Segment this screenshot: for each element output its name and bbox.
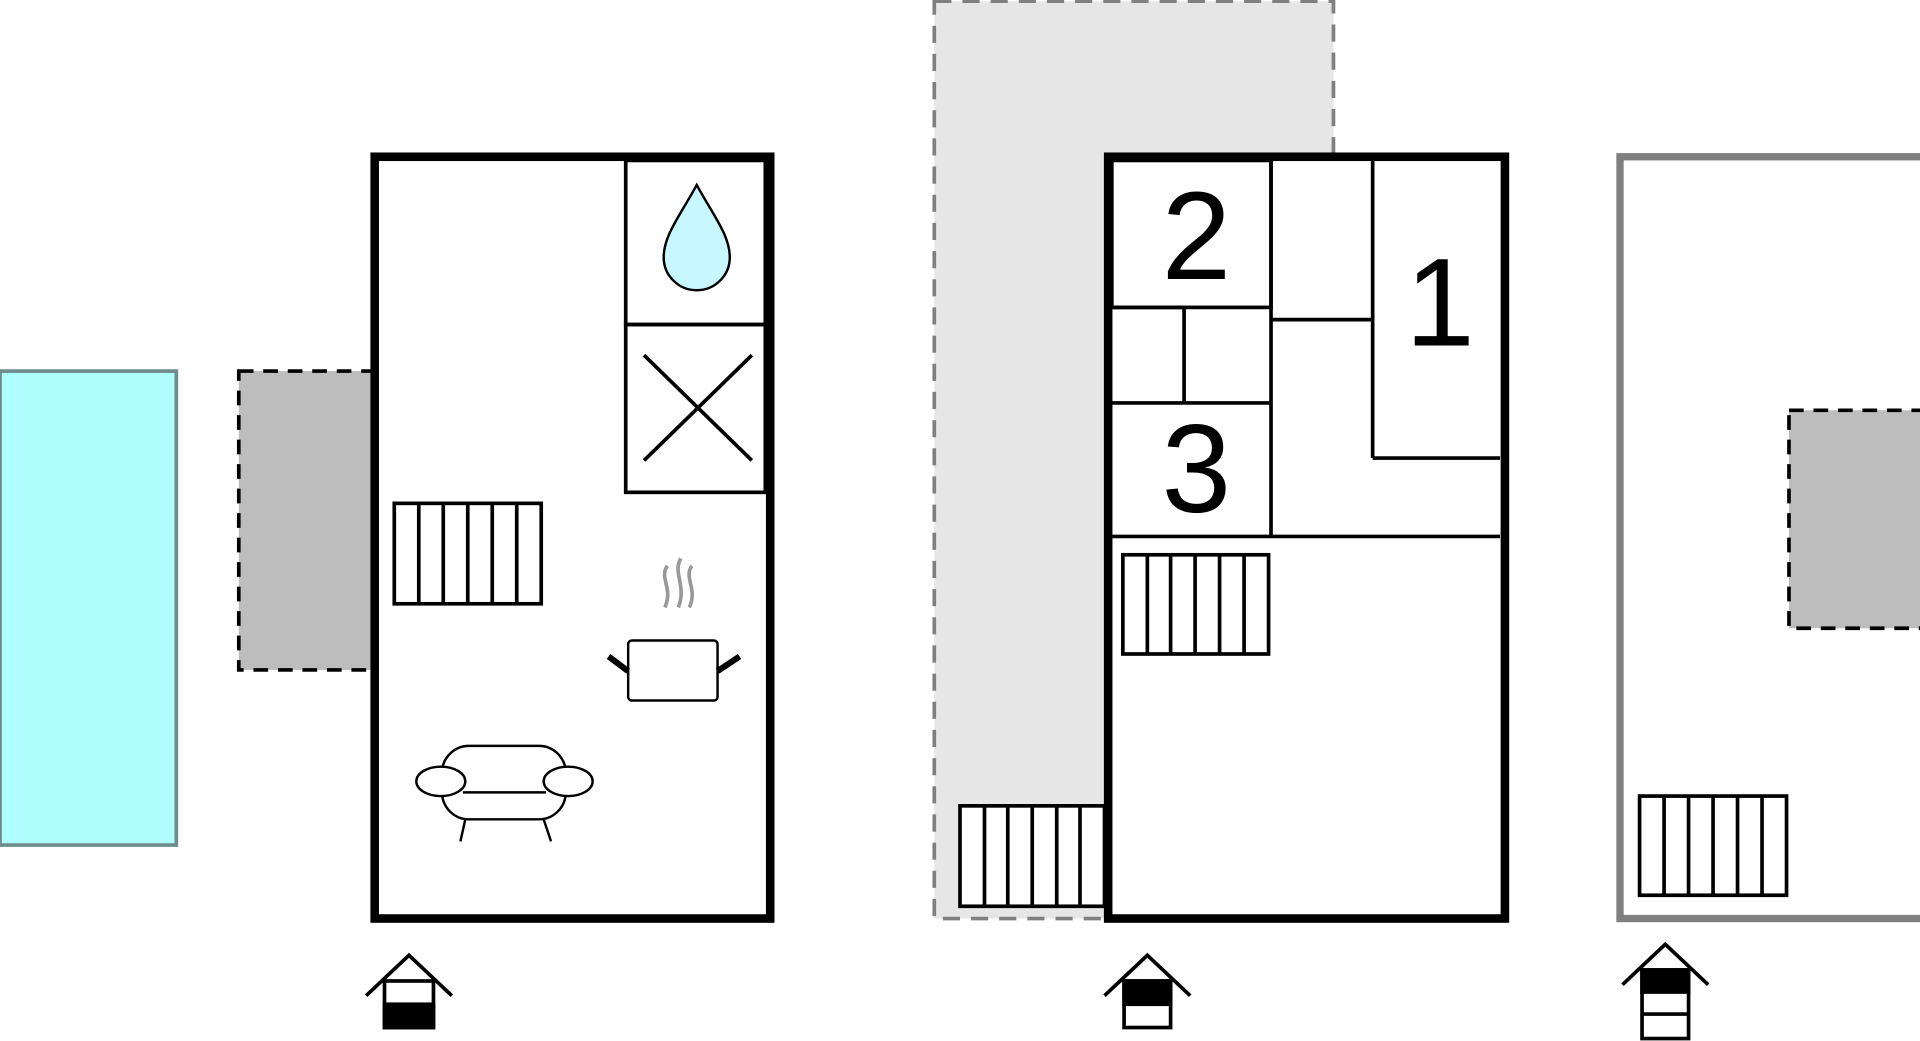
water-drop-icon <box>662 182 732 292</box>
room-number-2: 2 <box>1162 167 1231 306</box>
technical-room <box>623 322 768 495</box>
first-floor-stairs-icon <box>1121 552 1271 656</box>
pool <box>0 369 179 847</box>
attic-void <box>1787 408 1920 631</box>
house-level-first-icon <box>1103 952 1192 1030</box>
room-number-1: 1 <box>1405 233 1474 372</box>
sofa-icon <box>415 744 594 842</box>
balcony-stairs-icon <box>958 804 1107 909</box>
house-level-ground-icon <box>364 952 454 1030</box>
ground-floor <box>370 152 775 923</box>
house-level-attic-icon <box>1621 941 1710 1041</box>
room-number-3: 3 <box>1162 400 1231 539</box>
first-floor: 2 1 3 <box>1103 152 1510 923</box>
cooking-pot-icon <box>606 557 742 702</box>
attic-stairs-icon <box>1637 794 1789 898</box>
attic-floor <box>1616 153 1920 923</box>
terrace <box>236 369 376 672</box>
stairs-icon <box>392 501 544 606</box>
